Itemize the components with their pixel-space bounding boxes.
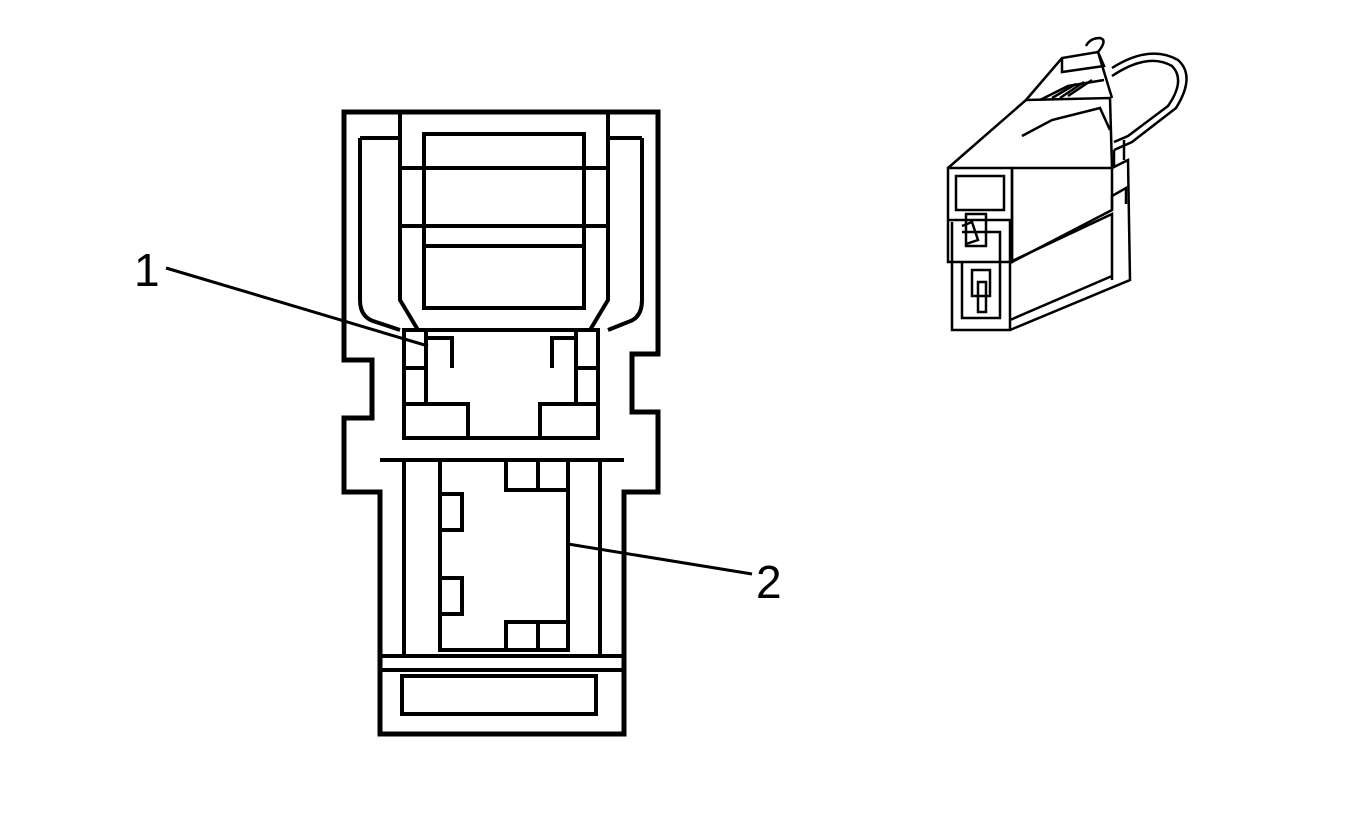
left-upper-rail	[358, 112, 402, 332]
right-upper-channel	[588, 112, 610, 332]
left-upper-channel	[398, 112, 420, 332]
callout-2-leader	[567, 542, 753, 576]
connector-face-view	[341, 109, 661, 737]
callout-1-label: 1	[134, 244, 160, 296]
callout-2: 2	[567, 542, 782, 608]
callout-2-label: 2	[756, 556, 782, 608]
bottom-lock	[400, 674, 598, 716]
connector-isometric-view	[946, 36, 1188, 332]
callout-1: 1	[134, 244, 429, 348]
housing-outline	[341, 109, 661, 737]
callout-1-leader	[165, 266, 429, 348]
right-upper-rail	[606, 112, 644, 332]
terminal-cavity-1	[402, 328, 600, 440]
latch-window	[422, 132, 586, 310]
terminal-cavity-2	[438, 458, 570, 652]
